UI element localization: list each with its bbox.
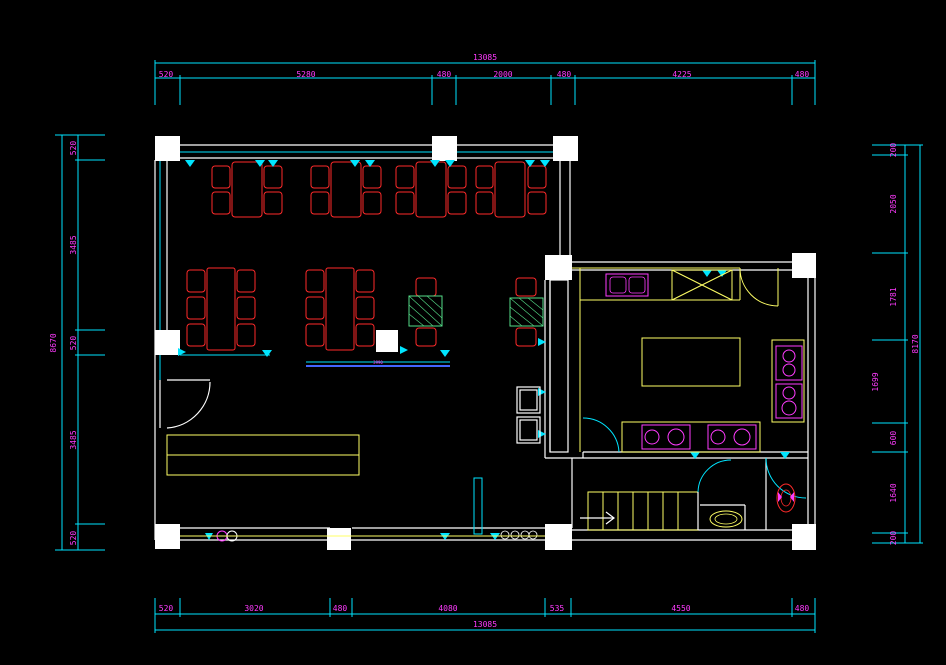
top-dim-seg-4: 2000 [493, 70, 512, 79]
right-dim-seg-5: 600 [889, 431, 898, 446]
kitchen-area [549, 267, 805, 453]
left-dim-seg-4: 3485 [69, 430, 78, 449]
dining-chairs [186, 161, 547, 351]
left-dim-seg-5: 520 [69, 531, 78, 546]
bottom-dimension-chain: 520 3020 480 4080 535 4550 480 13085 [154, 598, 816, 633]
right-dim-seg-2: 2050 [889, 194, 898, 213]
window-strips: 3990 [180, 151, 553, 367]
exterior-walls [154, 144, 816, 541]
left-dim-seg-3: 520 [69, 336, 78, 351]
right-dim-seg-7: 200 [889, 531, 898, 546]
top-dim-seg-5: 480 [557, 70, 572, 79]
left-overall-dimension: 8670 [49, 333, 58, 352]
counter-inner-dimension: 3990 [373, 360, 383, 365]
bottom-dim-seg-3: 480 [333, 604, 348, 613]
stairs-and-restroom [580, 457, 807, 531]
top-dimension-chain: 13085 520 5280 480 2000 480 4225 480 [154, 53, 816, 105]
left-dim-seg-2: 3485 [69, 235, 78, 254]
top-dim-seg-7: 480 [795, 70, 810, 79]
right-dim-seg-6: 1640 [889, 483, 898, 502]
bottom-dim-seg-7: 480 [795, 604, 810, 613]
top-dim-seg-6: 4225 [672, 70, 691, 79]
entrance-and-bar [159, 379, 545, 542]
bottom-dim-seg-4: 4080 [438, 604, 457, 613]
light-fixtures [178, 160, 790, 540]
bottom-dim-seg-1: 520 [159, 604, 174, 613]
top-dim-seg-2: 5280 [296, 70, 315, 79]
top-dim-seg-1: 520 [159, 70, 174, 79]
bottom-dim-seg-6: 4550 [671, 604, 690, 613]
right-dim-seg-3: 1781 [889, 287, 898, 306]
structural-columns [155, 136, 816, 550]
left-dimension-chain: 8670 520 3485 520 3485 520 [49, 134, 105, 551]
two-seat-tables [408, 295, 544, 327]
refrigerators [516, 386, 541, 444]
right-overall-dimension: 8170 [911, 334, 920, 353]
right-dim-seg-4: 1699 [871, 372, 880, 391]
right-dim-seg-1: 200 [889, 143, 898, 158]
bottom-dim-seg-5: 535 [550, 604, 565, 613]
top-overall-dimension: 13085 [473, 53, 497, 62]
top-dim-seg-3: 480 [437, 70, 452, 79]
left-dim-seg-1: 520 [69, 141, 78, 156]
bottom-dim-seg-2: 3020 [244, 604, 263, 613]
bottom-overall-dimension: 13085 [473, 620, 497, 629]
right-dimension-chain: 8170 200 2050 1781 1699 600 1640 200 [871, 143, 923, 546]
